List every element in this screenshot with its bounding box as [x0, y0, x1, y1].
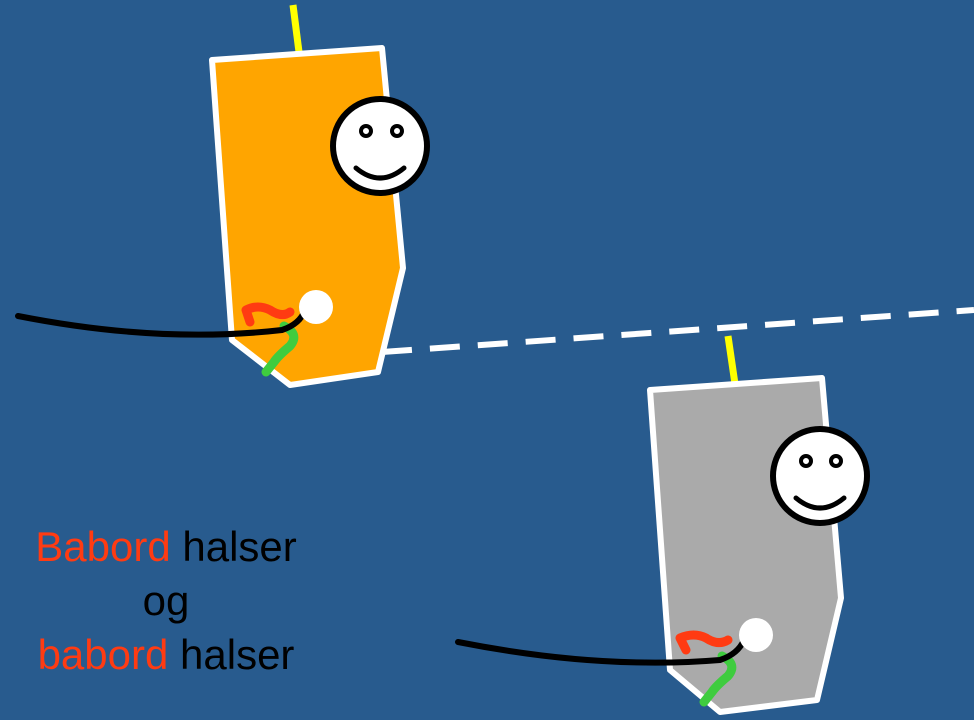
mast-top	[299, 290, 333, 324]
starboard-rope-bottom	[699, 651, 737, 707]
boat-grey	[455, 335, 870, 715]
boom-icon	[15, 307, 308, 338]
caption-halser-word: halser	[168, 631, 295, 678]
overlap-dashed-line	[381, 307, 974, 355]
wind-indicator-top	[289, 4, 303, 53]
caption-line-2: og	[142, 577, 190, 624]
caption-port-word: Babord	[35, 523, 171, 570]
starboard-rope-top	[261, 321, 299, 377]
caption-halser-word: halser	[170, 523, 297, 570]
smiley-face-icon	[770, 426, 870, 526]
boat-orange	[15, 4, 430, 388]
boom-icon	[455, 637, 747, 666]
smiley-face-icon	[330, 96, 430, 196]
port-rope-top	[241, 302, 295, 327]
caption-text: Babord halser og babord halser	[0, 520, 342, 682]
wind-indicator-bottom	[724, 335, 739, 385]
caption-port-word: babord	[37, 631, 169, 678]
caption-line-3: babord halser	[0, 628, 342, 682]
port-rope-bottom	[675, 630, 733, 655]
caption-line-1: Babord halser	[0, 520, 342, 574]
mast-bottom	[739, 618, 773, 652]
